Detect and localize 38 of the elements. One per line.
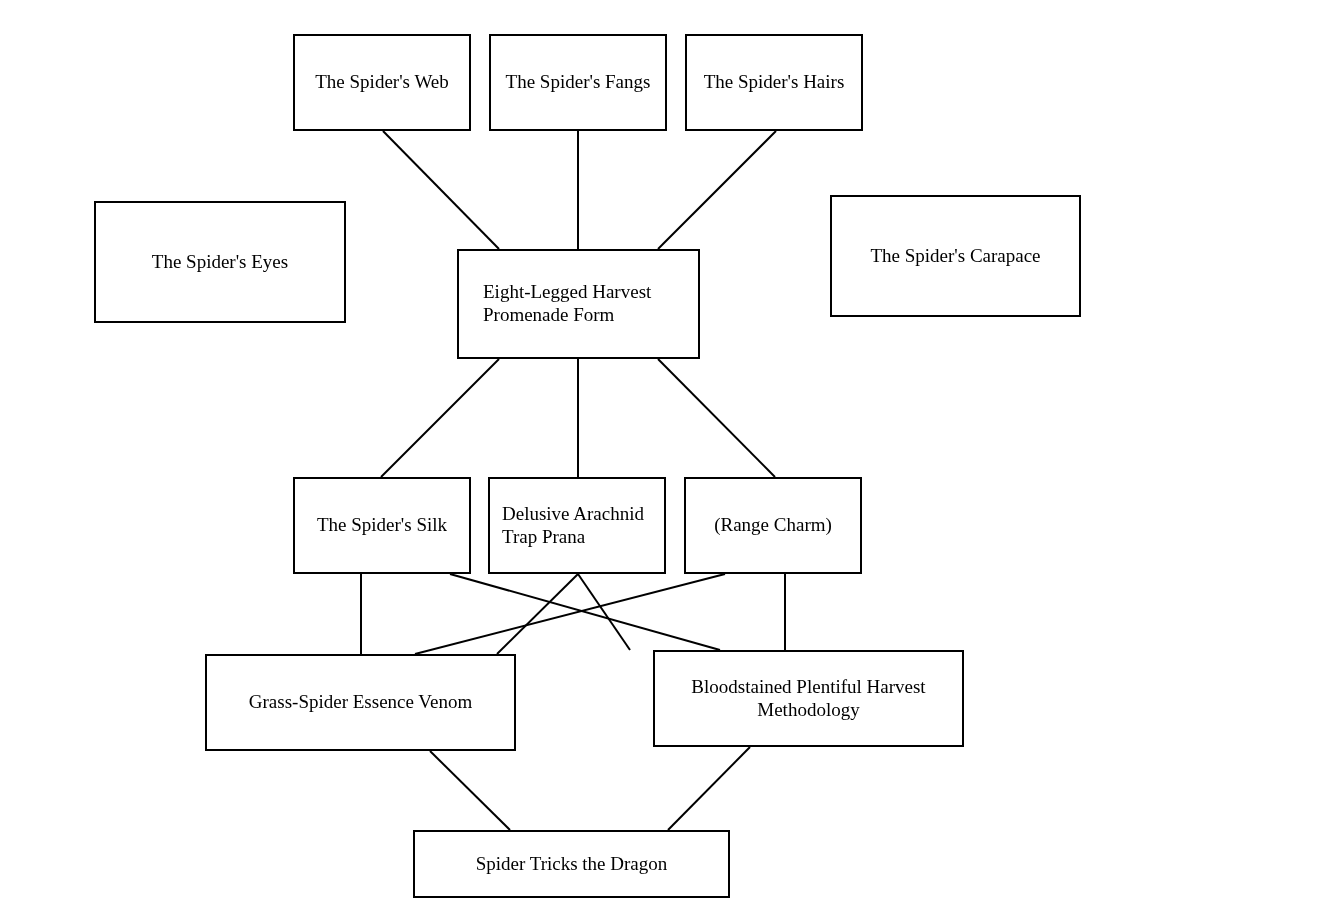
node-box	[830, 195, 1081, 317]
node-box	[293, 477, 471, 574]
connector-line	[577, 358, 579, 478]
node-label: Eight-Legged Harvest Promenade Form	[483, 281, 653, 327]
node-label: The Spider's Silk	[316, 514, 448, 537]
connector-line	[449, 573, 721, 651]
connector-line	[414, 573, 726, 655]
node-label: The Spider's Eyes	[151, 250, 289, 274]
node-box	[457, 249, 700, 359]
node-box	[94, 201, 346, 323]
connector-line	[657, 358, 776, 478]
node-box	[684, 477, 862, 574]
node-label: Bloodstained Plentiful Harvest Methodology	[690, 675, 927, 722]
connector-line	[360, 573, 362, 655]
connector-line	[657, 130, 777, 250]
connector-line	[429, 750, 511, 831]
node-box	[488, 477, 666, 574]
node-box	[293, 34, 471, 131]
node-label: The Spider's Carapace	[870, 244, 1041, 268]
node-box	[205, 654, 516, 751]
connector-line	[380, 358, 500, 478]
node-box	[653, 650, 964, 747]
node-label: The Spider's Fangs	[505, 71, 651, 94]
node-label: Delusive Arachnid Trap Prana	[502, 502, 645, 549]
node-label: Grass-Spider Essence Venom	[248, 691, 473, 714]
node-box	[413, 830, 730, 898]
node-box	[685, 34, 863, 131]
node-label: The Spider's Hairs	[703, 71, 845, 94]
connector-line	[577, 573, 631, 651]
connector-line	[496, 573, 579, 655]
node-label: Spider Tricks the Dragon	[475, 852, 668, 876]
connector-line	[382, 130, 500, 250]
node-box	[489, 34, 667, 131]
connector-line	[577, 130, 579, 250]
connector-line	[784, 573, 786, 651]
node-label: (Range Charm)	[714, 514, 832, 537]
connector-line	[667, 746, 751, 831]
node-label: The Spider's Web	[315, 71, 449, 94]
